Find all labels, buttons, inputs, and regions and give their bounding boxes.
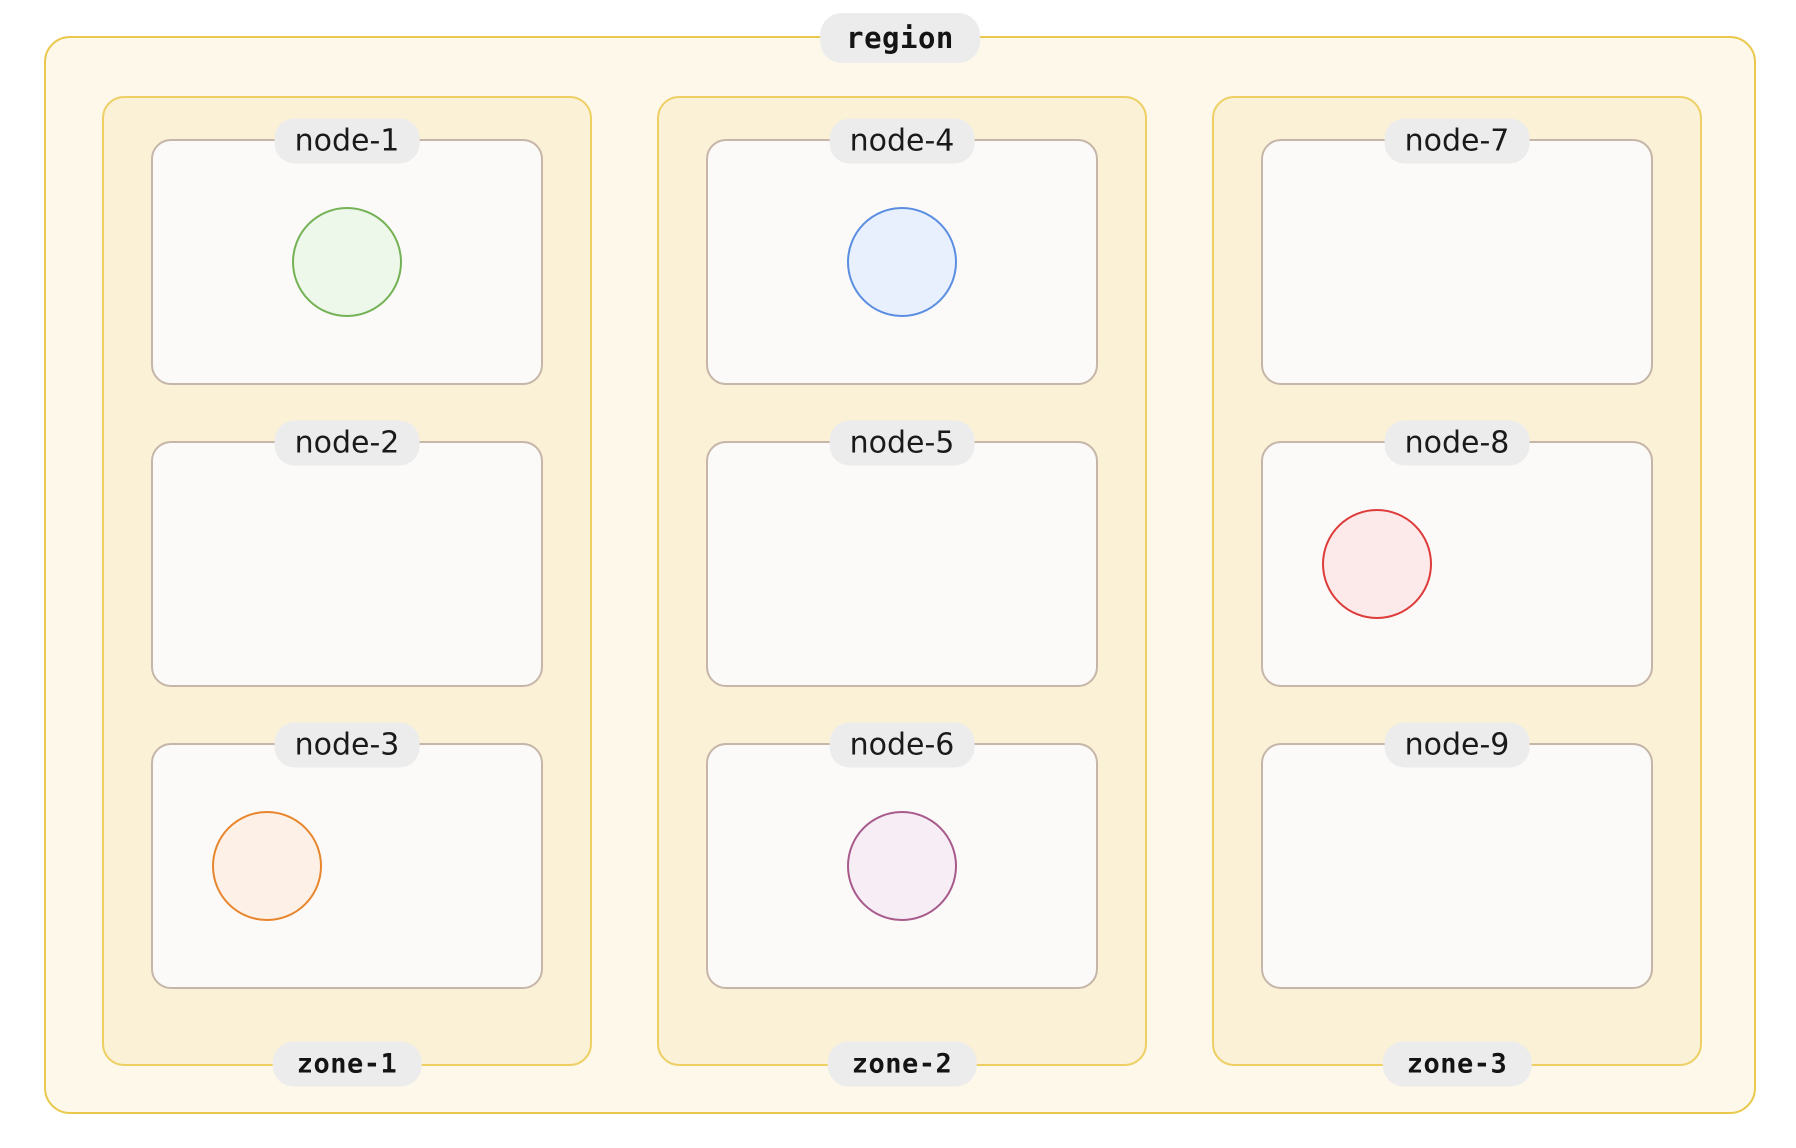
circle-green[interactable] bbox=[292, 207, 402, 317]
circle-blue[interactable] bbox=[847, 207, 957, 317]
zone-container-3[interactable]: node-7 node-8 node-9 zone-3 bbox=[1212, 96, 1702, 1087]
node-body-1 bbox=[153, 141, 541, 383]
zone-container-2[interactable]: node-4 node-5 node-6 bbox=[657, 96, 1147, 1087]
node-box-8[interactable]: node-8 bbox=[1261, 420, 1653, 687]
zone-label-1: zone-1 bbox=[272, 1041, 422, 1087]
zone-node-stack-1: node-1 node-2 node-3 bbox=[104, 98, 590, 1064]
region-container[interactable]: region node-1 node-2 node bbox=[44, 13, 1756, 1114]
circle-purple[interactable] bbox=[847, 811, 957, 921]
node-label-5: node-5 bbox=[829, 420, 975, 466]
node-box-2[interactable]: node-2 bbox=[151, 420, 543, 687]
node-label-7: node-7 bbox=[1384, 118, 1530, 164]
node-body-7 bbox=[1263, 141, 1651, 383]
node-body-8 bbox=[1263, 443, 1651, 685]
circle-orange[interactable] bbox=[212, 811, 322, 921]
node-box-6[interactable]: node-6 bbox=[706, 722, 1098, 989]
node-label-9: node-9 bbox=[1384, 722, 1530, 768]
node-box-4[interactable]: node-4 bbox=[706, 118, 1098, 385]
circle-red[interactable] bbox=[1322, 509, 1432, 619]
zone-container-1[interactable]: node-1 node-2 node-3 bbox=[102, 96, 592, 1087]
zone-label-3: zone-3 bbox=[1382, 1041, 1532, 1087]
node-label-8: node-8 bbox=[1384, 420, 1530, 466]
node-box-9[interactable]: node-9 bbox=[1261, 722, 1653, 989]
node-body-5 bbox=[708, 443, 1096, 685]
zone-node-stack-2: node-4 node-5 node-6 bbox=[659, 98, 1145, 1064]
node-box-5[interactable]: node-5 bbox=[706, 420, 1098, 687]
zone-node-stack-3: node-7 node-8 node-9 bbox=[1214, 98, 1700, 1064]
node-body-2 bbox=[153, 443, 541, 685]
node-box-1[interactable]: node-1 bbox=[151, 118, 543, 385]
node-body-9 bbox=[1263, 745, 1651, 987]
zone-label-2: zone-2 bbox=[827, 1041, 977, 1087]
node-box-3[interactable]: node-3 bbox=[151, 722, 543, 989]
node-label-2: node-2 bbox=[274, 420, 420, 466]
node-label-6: node-6 bbox=[829, 722, 975, 768]
node-body-6 bbox=[708, 745, 1096, 987]
zone-row: node-1 node-2 node-3 bbox=[102, 96, 1702, 1087]
node-label-3: node-3 bbox=[274, 722, 420, 768]
node-label-1: node-1 bbox=[274, 118, 420, 164]
node-body-4 bbox=[708, 141, 1096, 383]
node-body-3 bbox=[153, 745, 541, 987]
region-label: region bbox=[820, 13, 980, 63]
node-box-7[interactable]: node-7 bbox=[1261, 118, 1653, 385]
node-label-4: node-4 bbox=[829, 118, 975, 164]
